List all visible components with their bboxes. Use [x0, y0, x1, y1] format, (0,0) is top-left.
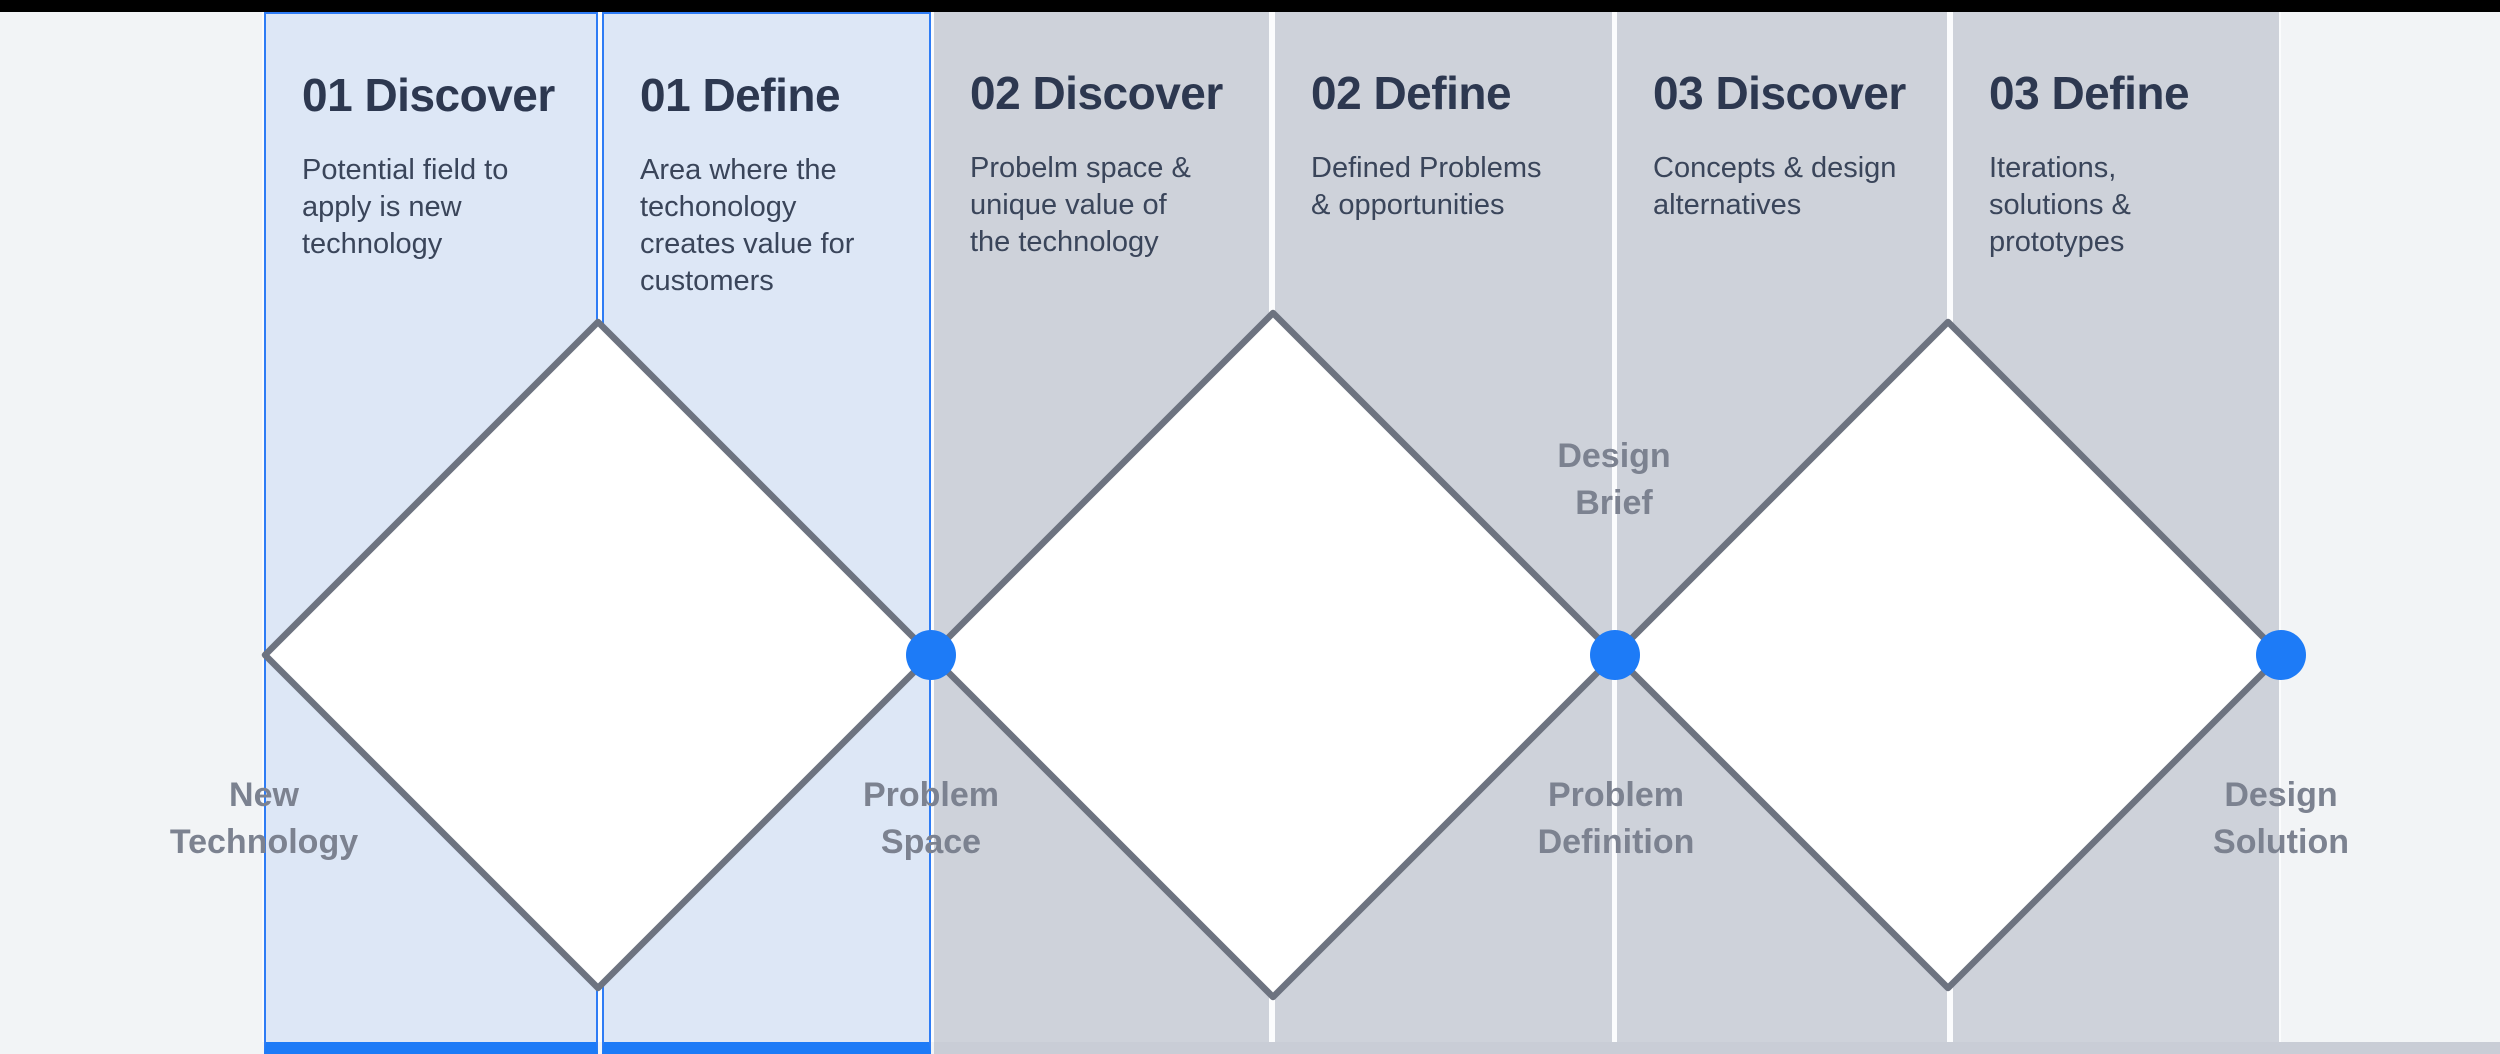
column-description: Potential field to apply is new technolo… [302, 154, 509, 260]
milestone-label-design-brief: Design Brief [1557, 437, 1671, 522]
column-title: 02 Define [1311, 67, 1512, 119]
diamond-3[interactable] [1611, 318, 2285, 992]
milestone-label-design-solution: Design Solution [2213, 776, 2349, 861]
column-title: 03 Define [1989, 67, 2190, 119]
column-description: Iterations, solutions & prototypes [1989, 152, 2131, 258]
column-title: 01 Define [640, 69, 841, 121]
column-description: Area where the techonology creates value… [640, 154, 855, 297]
junction-dot-problem-definition[interactable] [1590, 630, 1640, 680]
bottom-gray-band [934, 1042, 2500, 1054]
diamond-1[interactable] [261, 318, 935, 992]
column-title: 03 Discover [1653, 67, 1906, 119]
column-text: 01 Define Area where the techonology cre… [604, 68, 929, 300]
column-title: 01 Discover [302, 69, 555, 121]
top-black-bar [0, 0, 2500, 12]
column-description: Probelm space & unique value of the tech… [970, 152, 1191, 258]
column-text: 03 Define Iterations, solutions & protot… [1953, 66, 2279, 261]
column-text: 03 Discover Concepts & design alternativ… [1617, 66, 1947, 224]
milestone-label-problem-definition: Problem Definition [1537, 776, 1695, 861]
junction-dot-problem-space[interactable] [906, 630, 956, 680]
column-text: 01 Discover Potential field to apply is … [266, 68, 596, 263]
milestone-label-problem-space: Problem Space [862, 776, 1000, 861]
column-text: 02 Discover Probelm space & unique value… [934, 66, 1269, 261]
diamond-2[interactable] [927, 309, 1619, 1001]
column-description: Defined Problems & opportunities [1311, 152, 1542, 221]
column-description: Concepts & design alternatives [1653, 152, 1897, 221]
junction-dot-design-solution[interactable] [2256, 630, 2306, 680]
milestone-label-new-technology: New Technology [169, 776, 359, 861]
column-title: 02 Discover [970, 67, 1223, 119]
column-text: 02 Define Defined Problems & opportuniti… [1275, 66, 1612, 224]
